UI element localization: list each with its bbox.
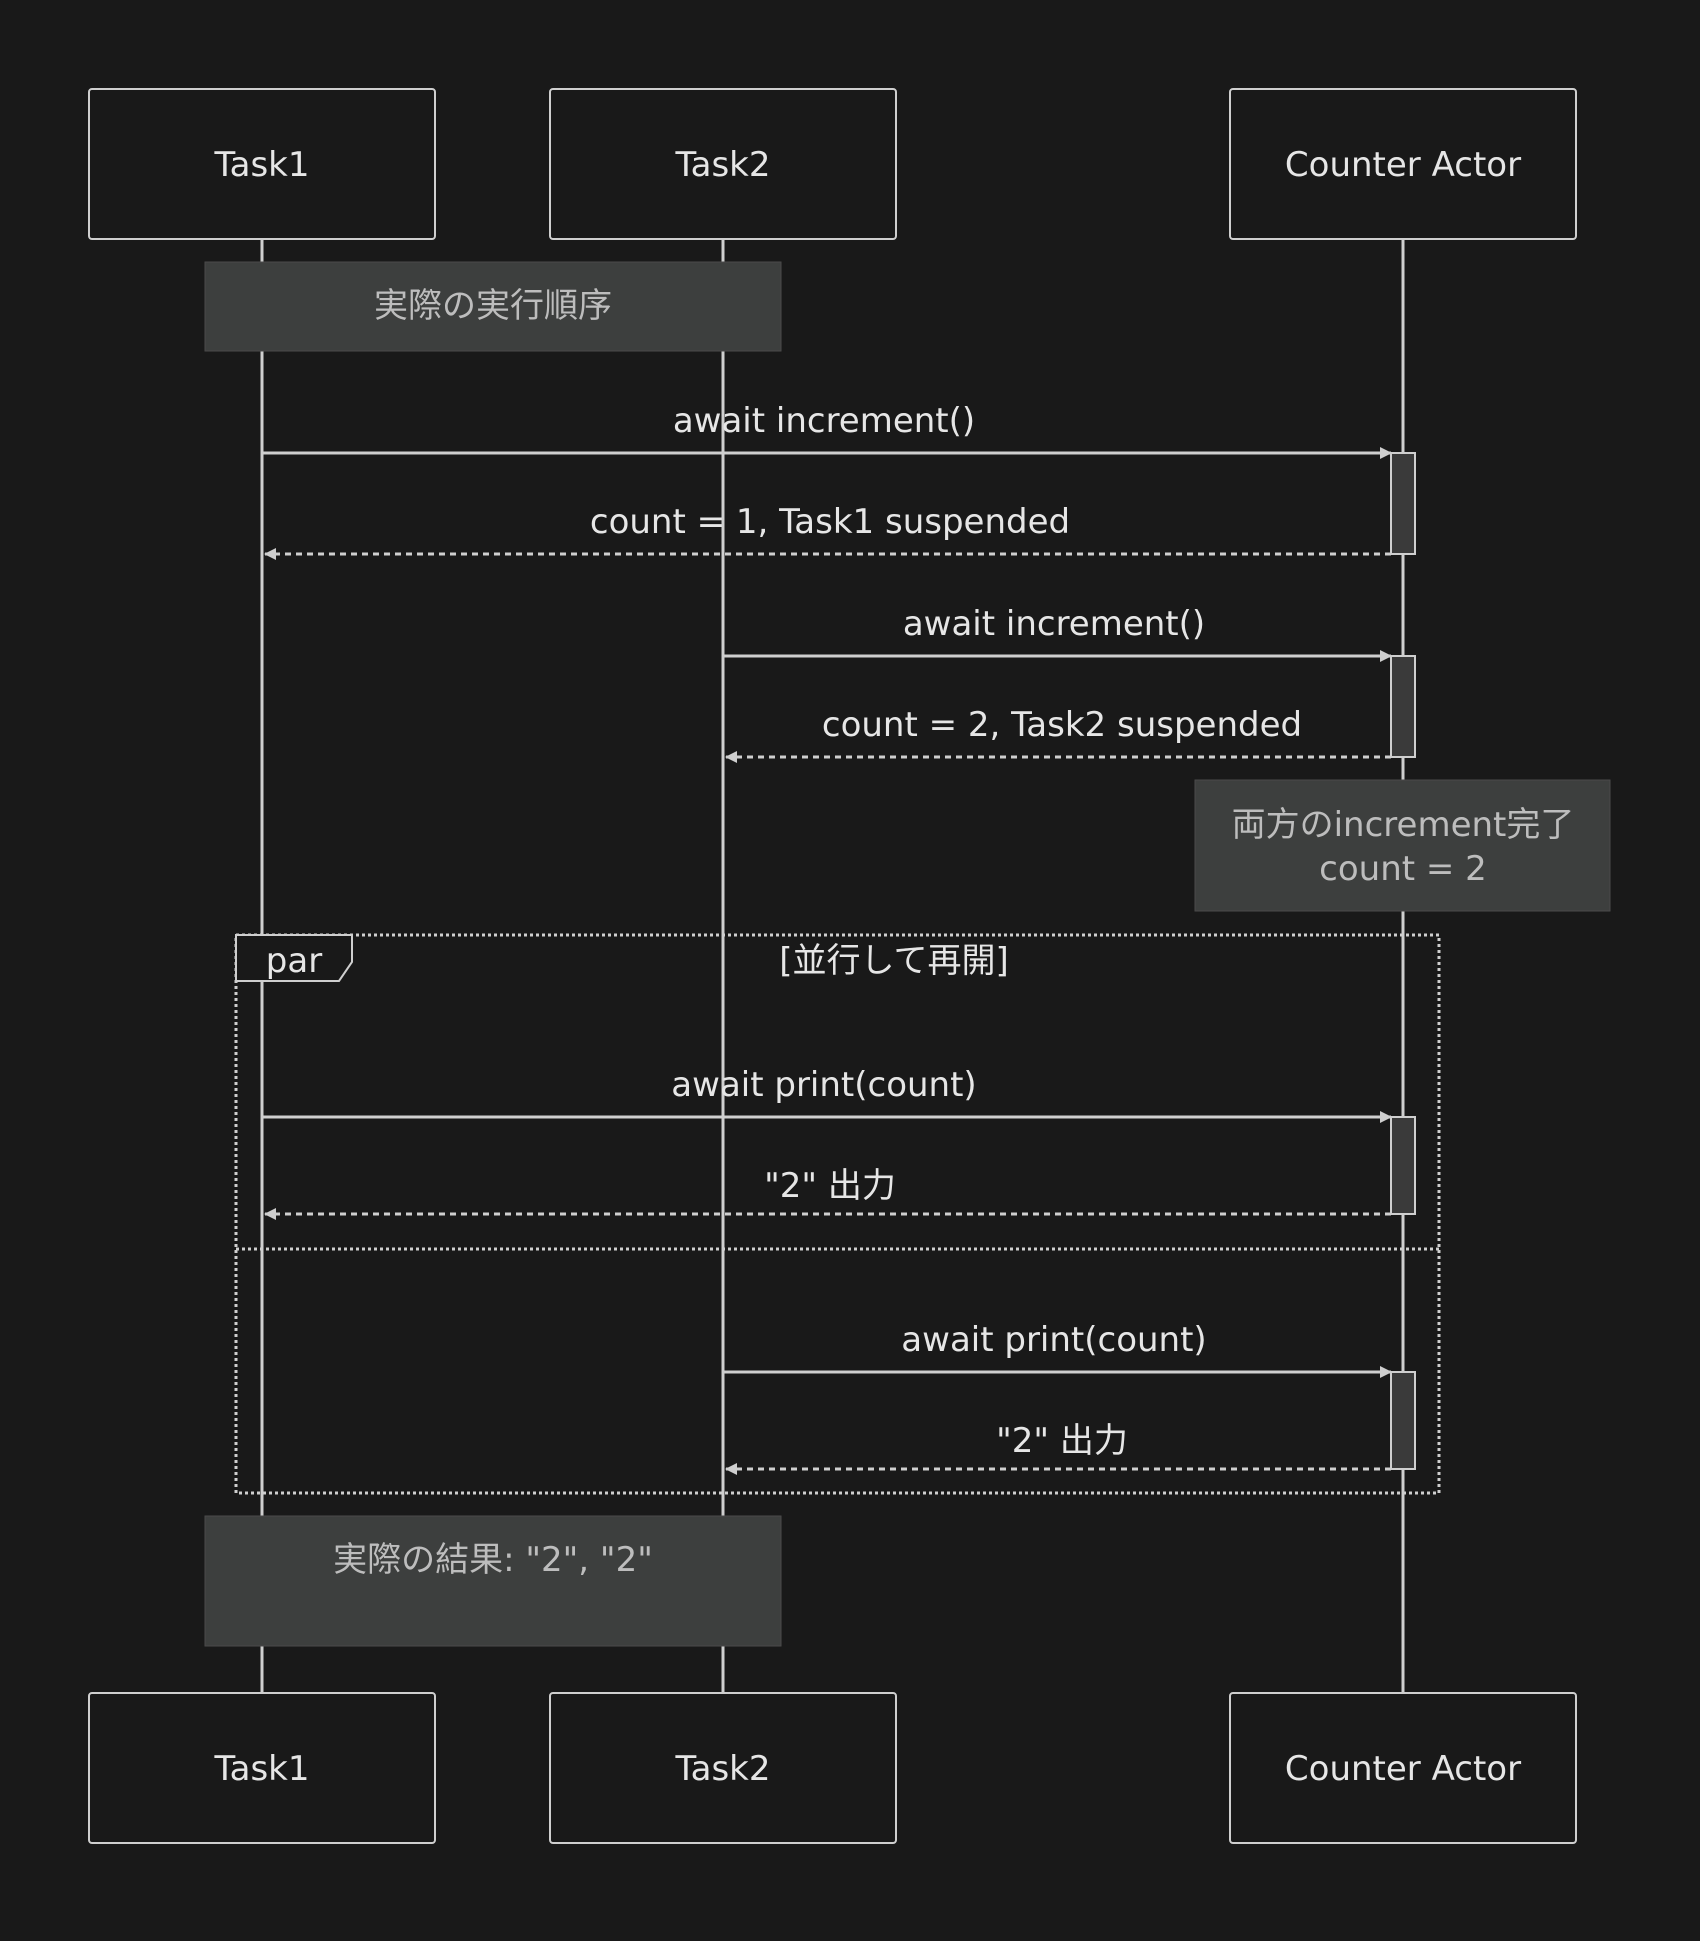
message-label: await increment() (903, 604, 1205, 644)
participant-task2-top: Task2 (549, 88, 897, 240)
message-label: await increment() (673, 401, 975, 441)
messages: await increment() count = 1, Task1 suspe… (262, 401, 1392, 763)
participant-label: Task2 (674, 145, 770, 185)
message-label: await print(count) (671, 1065, 976, 1105)
note-text: 実際の実行順序 (374, 286, 612, 326)
participant-label: Task1 (213, 145, 309, 185)
message-1: await increment() (262, 401, 1392, 459)
activation-bar (1390, 452, 1416, 555)
participant-task2-bottom: Task2 (549, 1692, 897, 1844)
activations (1390, 452, 1416, 1470)
participant-counter-actor-bottom: Counter Actor (1229, 1692, 1577, 1844)
message-6: "2" 出力 (264, 1166, 1391, 1220)
message-7: await print(count) (723, 1320, 1392, 1378)
participant-task1-top: Task1 (88, 88, 436, 240)
message-5: await print(count) (262, 1065, 1392, 1123)
participant-counter-actor-top: Counter Actor (1229, 88, 1577, 240)
note-text: count = 2 (1319, 849, 1487, 889)
participant-label: Counter Actor (1285, 1749, 1521, 1789)
participant-label: Task1 (213, 1749, 309, 1789)
message-label: count = 1, Task1 suspended (590, 502, 1070, 542)
note-text: 両方のincrement完了 (1232, 805, 1575, 845)
activation-bar (1390, 1371, 1416, 1470)
message-3: await increment() (723, 604, 1392, 662)
activation-bar (1390, 1116, 1416, 1215)
participant-label: Task2 (674, 1749, 770, 1789)
message-8: "2" 出力 (725, 1421, 1391, 1475)
par-keyword: par (266, 941, 322, 981)
message-label: count = 2, Task2 suspended (822, 705, 1302, 745)
message-label: "2" 出力 (996, 1421, 1128, 1461)
note-text: 実際の結果: "2", "2" (333, 1540, 653, 1580)
par-messages: await print(count) "2" 出力 await print(co… (262, 1065, 1392, 1475)
note-actual-result: 実際の結果: "2", "2" (204, 1515, 782, 1647)
activation-bar (1390, 655, 1416, 758)
message-4: count = 2, Task2 suspended (725, 705, 1391, 763)
par-block: par [並行して再開] (234, 933, 1441, 1495)
message-2: count = 1, Task1 suspended (264, 502, 1391, 560)
par-label-tab (235, 934, 353, 982)
note-both-increments: 両方のincrement完了 count = 2 (1194, 779, 1611, 912)
note-execution-order: 実際の実行順序 (204, 261, 782, 352)
par-frame (234, 933, 1441, 1495)
participant-label: Counter Actor (1285, 145, 1521, 185)
participant-task1-bottom: Task1 (88, 1692, 436, 1844)
message-label: await print(count) (901, 1320, 1206, 1360)
par-condition: [並行して再開] (779, 941, 1009, 981)
message-label: "2" 出力 (764, 1166, 896, 1206)
